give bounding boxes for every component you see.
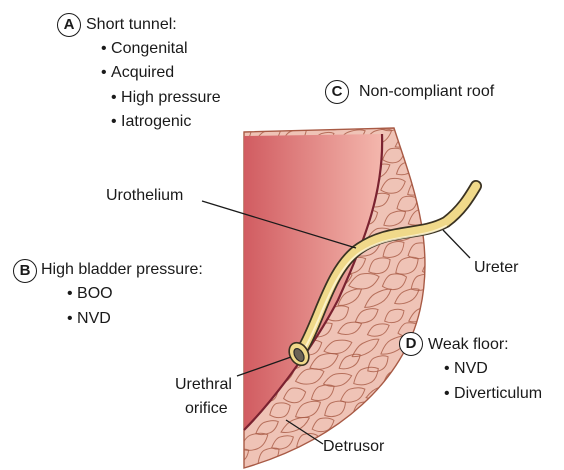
urethral-orifice — [288, 341, 310, 367]
detrusor-cell — [409, 370, 426, 387]
detrusor-cell — [420, 130, 426, 148]
detrusor-cell — [410, 273, 426, 291]
detrusor-cell — [433, 434, 464, 453]
label-a-title: Short tunnel: — [86, 16, 177, 33]
urethral-orifice-label-line1: Urethral — [175, 376, 232, 393]
detrusor-cell — [422, 163, 426, 180]
detrusor-cell — [354, 308, 379, 324]
label-a-subitem-iatrogenic: Iatrogenic — [111, 112, 191, 132]
urothelium-lining — [243, 133, 384, 431]
detrusor-cell — [311, 417, 335, 433]
detrusor-cell — [368, 257, 391, 275]
detrusor-cell — [271, 435, 294, 450]
detrusor-cell — [269, 402, 291, 419]
detrusor-cell — [310, 384, 335, 402]
detrusor-cell — [383, 210, 407, 227]
urothelium-label: Urothelium — [106, 187, 184, 204]
detrusor-cell — [380, 128, 405, 132]
detrusor-cell — [244, 432, 269, 451]
detrusor-cell — [405, 463, 426, 468]
label-b-title: High bladder pressure: — [41, 261, 203, 278]
detrusor-cell — [295, 466, 323, 468]
detrusor-cell — [337, 321, 363, 336]
detrusor-cell — [353, 366, 379, 386]
orifice-leader — [236, 356, 292, 377]
detrusor-label: Detrusor — [323, 438, 385, 455]
detrusor-cell — [366, 323, 390, 337]
detrusor-cell — [363, 288, 392, 308]
detrusor-cell — [410, 128, 426, 131]
label-c-title: Non-compliant roof — [359, 83, 495, 100]
detrusor-cell — [380, 177, 406, 194]
urethral-orifice-label-line2: orifice — [185, 400, 228, 417]
detrusor-cell — [419, 418, 426, 438]
detrusor-cell — [338, 353, 361, 370]
ureter — [297, 181, 481, 355]
detrusor-cell — [424, 192, 426, 208]
detrusor-cell — [432, 237, 463, 261]
label-d-item-nvd: NVD — [444, 359, 488, 379]
detrusor-cell — [394, 288, 420, 305]
detrusor-cell — [351, 338, 380, 358]
detrusor-cell — [244, 448, 250, 464]
detrusor-cell — [337, 288, 363, 306]
label-d-badge: D — [399, 332, 423, 356]
detrusor-cell — [408, 434, 426, 452]
label-d-title: Weak floor: — [428, 336, 509, 353]
detrusor-cell — [354, 112, 380, 129]
detrusor-cell — [393, 387, 417, 401]
detrusor-cell — [421, 449, 426, 465]
detrusor-cell — [282, 387, 307, 404]
detrusor-cell — [432, 271, 463, 293]
detrusor-cell — [397, 451, 419, 467]
detrusor-cell — [267, 128, 295, 129]
detrusor-cell — [378, 405, 408, 419]
label-a-subitem-high-pressure: High pressure — [111, 88, 221, 108]
detrusor-cell — [438, 143, 463, 163]
detrusor-cell — [392, 420, 422, 435]
detrusor-cell — [408, 143, 426, 161]
detrusor-leader — [285, 419, 324, 445]
label-b-badge: B — [13, 259, 37, 283]
detrusor-cell — [294, 368, 325, 385]
detrusor-cell — [363, 418, 392, 433]
detrusor-cell — [434, 111, 462, 135]
label-c-badge: C — [325, 80, 349, 104]
label-d-item-diverticulum: Diverticulum — [444, 384, 542, 404]
label-a-item-congenital: Congenital — [101, 39, 188, 59]
detrusor-cell — [432, 170, 467, 199]
detrusor-cell — [395, 256, 419, 275]
label-b-item-boo: BOO — [67, 284, 113, 304]
detrusor-cell — [266, 465, 293, 468]
detrusor-cell — [382, 241, 405, 258]
label-a-item-acquired: Acquired — [101, 63, 174, 83]
leader-lines — [201, 200, 471, 445]
detrusor-cell — [327, 467, 348, 468]
urothelium-leader — [201, 200, 357, 249]
detrusor-cell — [324, 400, 347, 418]
ureter-label: Ureter — [474, 259, 519, 276]
detrusor-cell — [435, 464, 466, 470]
detrusor-cell — [339, 387, 366, 403]
label-a-badge: A — [57, 13, 81, 37]
detrusor-cell — [381, 273, 408, 291]
detrusor-cell — [406, 401, 426, 416]
detrusor-cell — [422, 291, 426, 306]
ureter-leader — [442, 229, 471, 259]
detrusor-cell — [351, 462, 379, 468]
ureter-highlight — [305, 225, 447, 347]
detrusor-cell — [309, 353, 339, 370]
bladder-lumen — [244, 134, 383, 430]
detrusor-cell — [434, 302, 467, 329]
detrusor-cell — [384, 308, 405, 324]
label-b-item-nvd: NVD — [67, 309, 111, 329]
detrusor-cell — [381, 464, 407, 468]
